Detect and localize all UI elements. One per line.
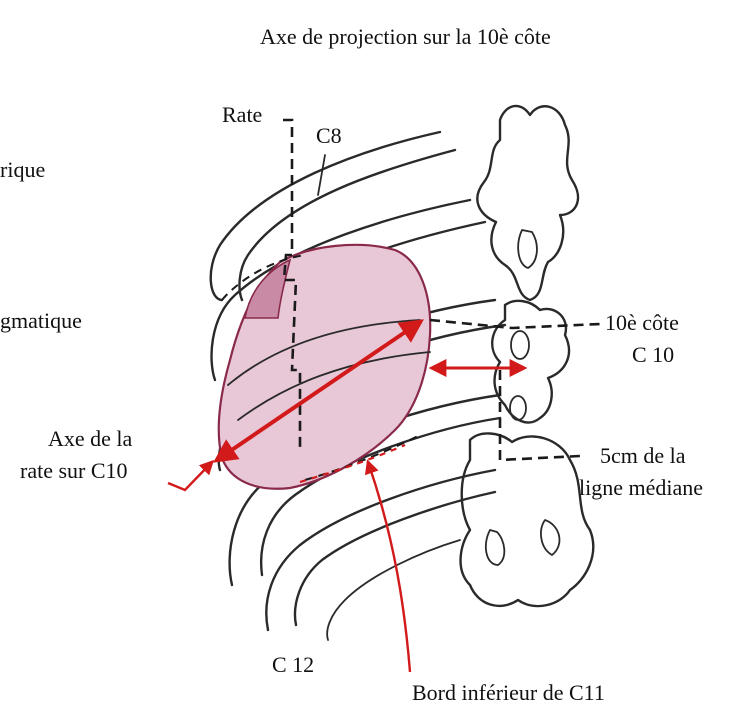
c8-pointer: [318, 155, 325, 195]
label-c8: C8: [316, 123, 342, 148]
label-axis-line2: rate sur C10: [20, 458, 128, 483]
vertebra-upper: [477, 106, 578, 300]
vertebra-upper-hole: [518, 230, 537, 268]
vertebra-middle-hole-2: [510, 396, 526, 420]
label-rate: Rate: [222, 102, 262, 127]
axis-label-pointer: [168, 462, 212, 490]
label-distance-line2: ligne médiane: [579, 475, 703, 500]
vertebra-lower-notch: [541, 520, 559, 555]
label-distance-line1: 5cm de la: [600, 443, 686, 468]
label-c12: C 12: [272, 652, 314, 677]
label-tenth-rib: 10è côte: [605, 310, 679, 335]
label-lower-border: Bord inférieur de C11: [412, 680, 605, 705]
rib10-reference-line: [430, 320, 600, 328]
label-c10: C 10: [632, 342, 674, 367]
diagram-title: Axe de projection sur la 10è côte: [260, 24, 551, 49]
label-axis-line1: Axe de la: [48, 426, 133, 451]
label-left-cut-2: gmatique: [0, 308, 82, 333]
vertebra-middle: [492, 301, 569, 423]
vertebra-lower-hole: [486, 530, 504, 565]
vertebral-column: [461, 106, 594, 606]
label-left-cut-1: rique: [0, 157, 45, 182]
vertebra-middle-hole: [511, 331, 529, 359]
